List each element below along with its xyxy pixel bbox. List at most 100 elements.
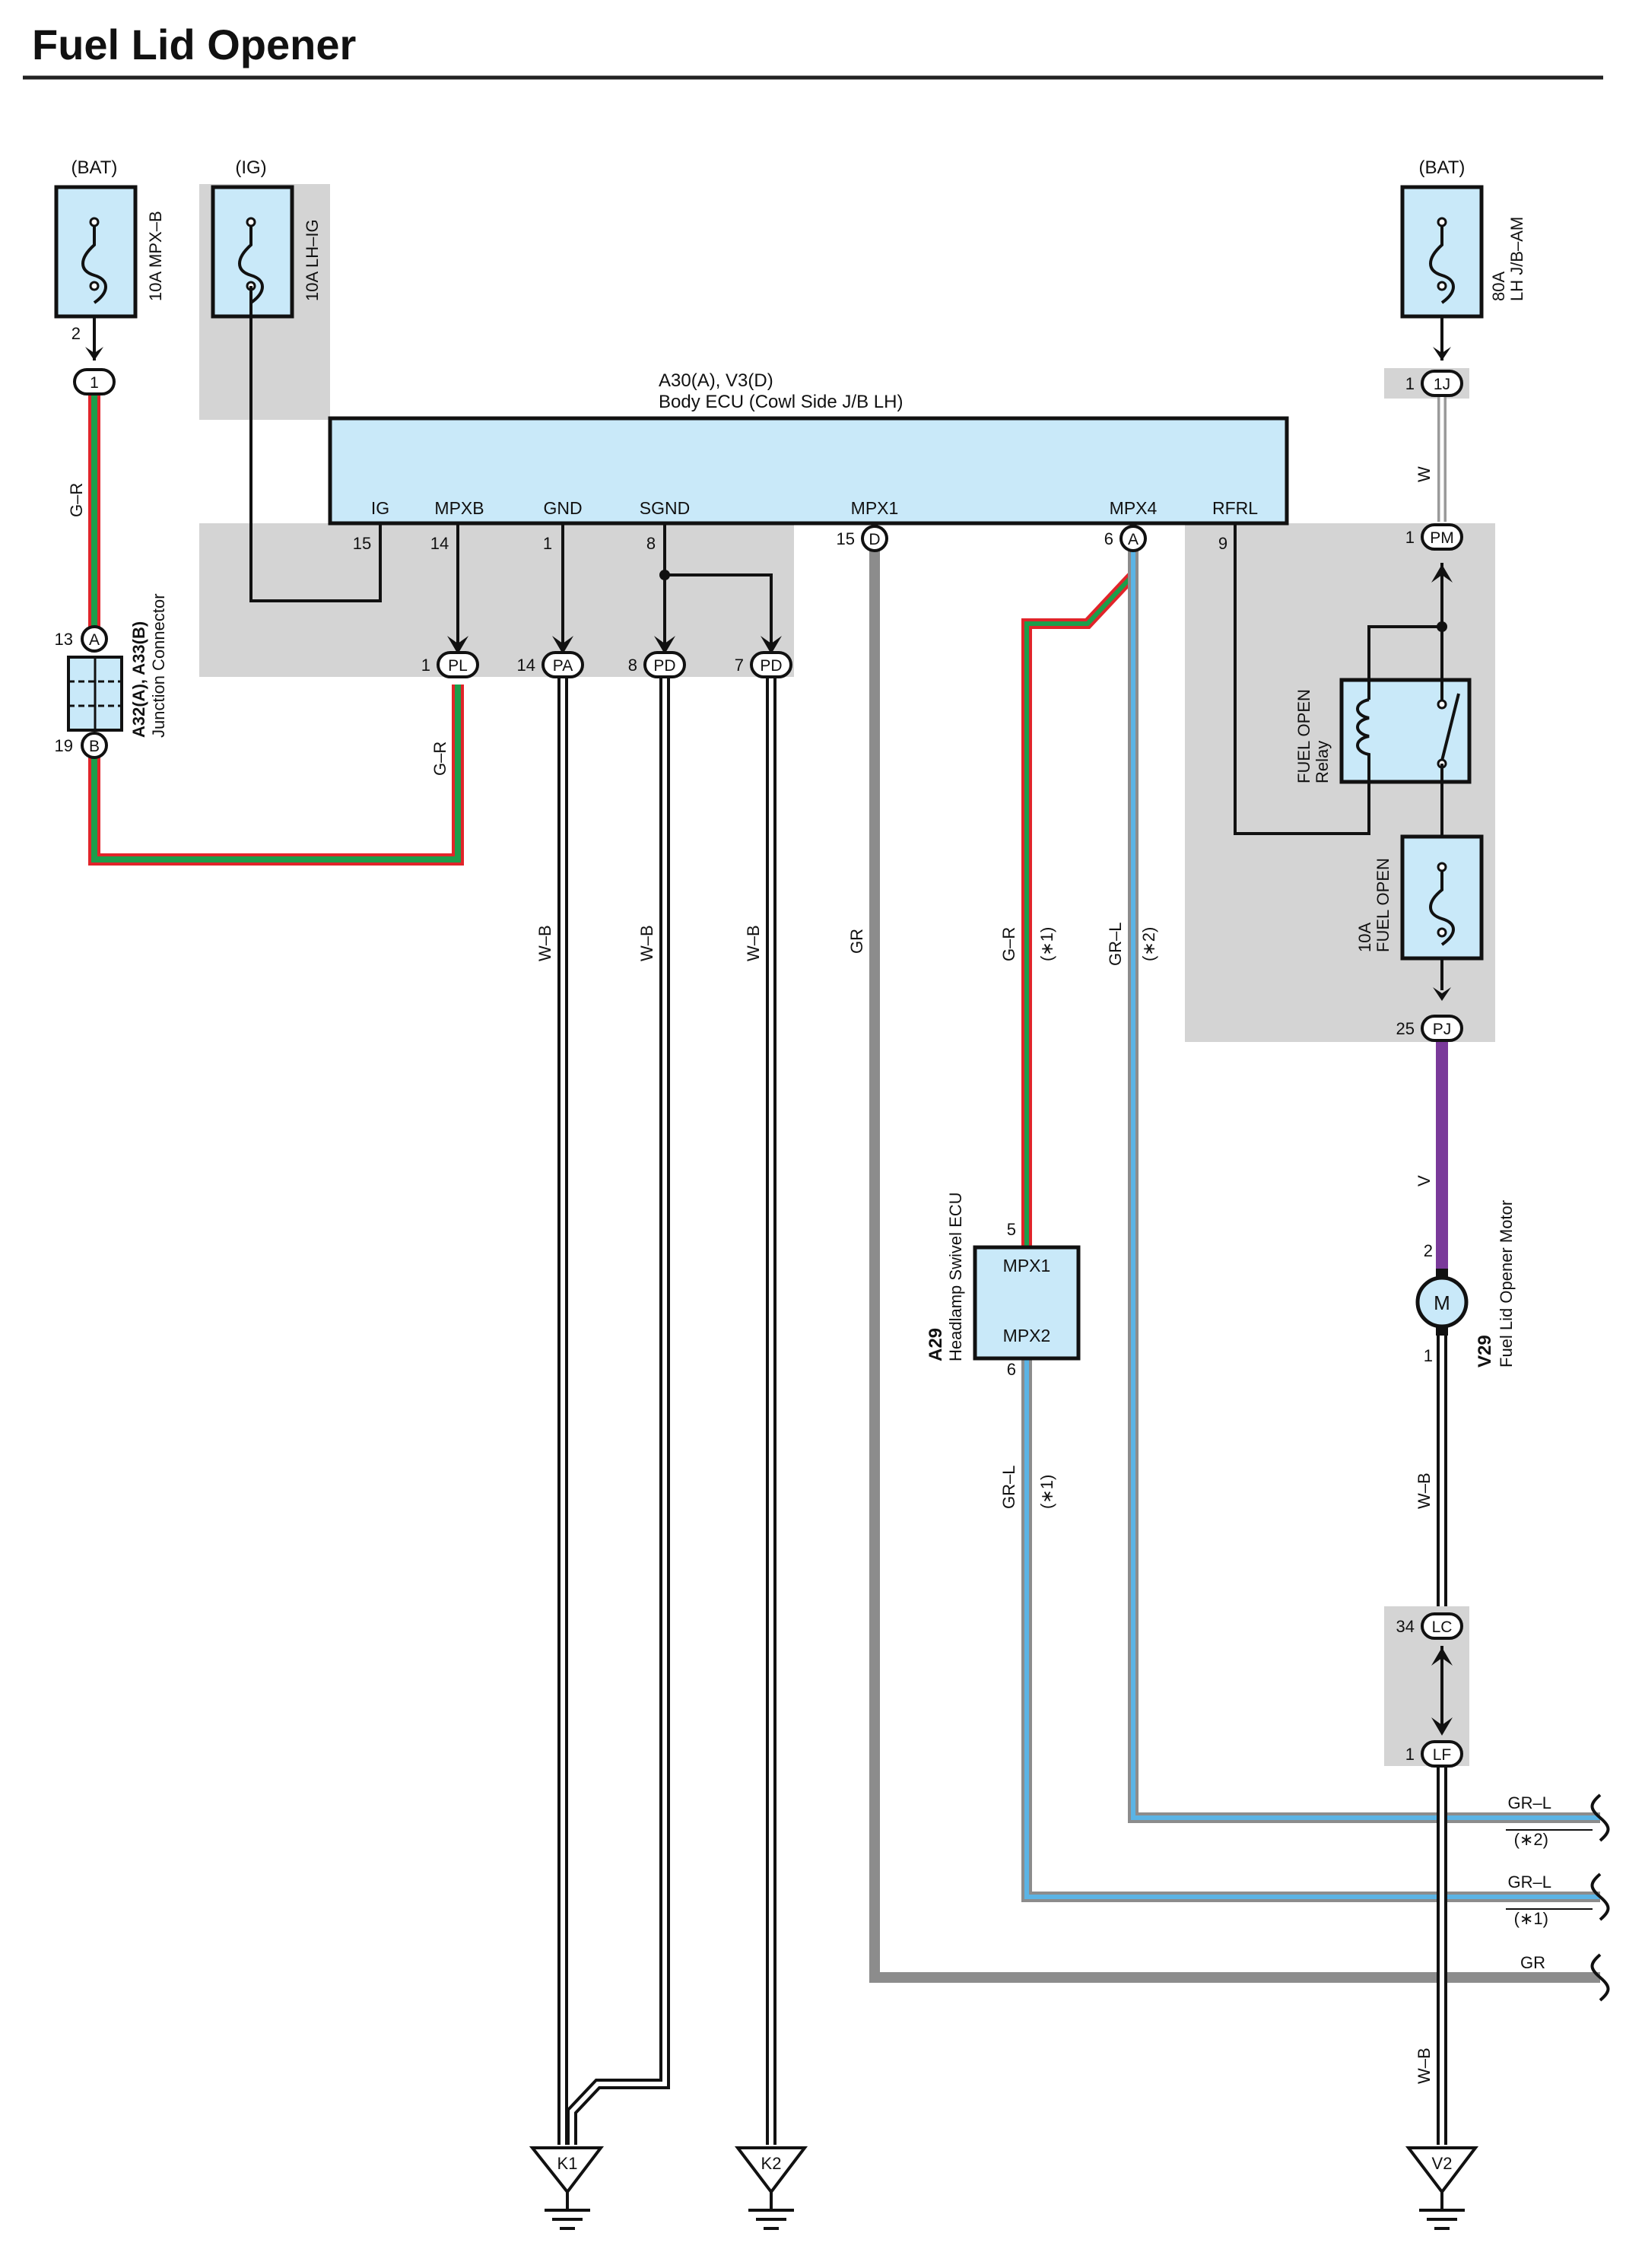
bat-left-label: (BAT) (71, 157, 118, 178)
exit-grl1: GR–L (1508, 1793, 1551, 1812)
hecu-pin1-no: 5 (1007, 1220, 1016, 1239)
ecu-pin-gnd: GND (543, 498, 582, 518)
connector-pd-8: PD 8 (628, 651, 686, 678)
motor-pin-top: 2 (1424, 1241, 1433, 1260)
ecu-internal-wires (456, 523, 773, 643)
wire-ig (249, 286, 382, 602)
svg-text:D: D (869, 531, 880, 548)
svg-text:15: 15 (837, 529, 855, 548)
svg-text:LF: LF (1433, 1746, 1452, 1764)
svg-text:7: 7 (735, 656, 744, 675)
svg-text:A: A (89, 631, 100, 649)
svg-text:PA: PA (553, 657, 573, 675)
svg-text:8: 8 (628, 656, 637, 675)
label-star2-a: (∗2) (1139, 927, 1158, 961)
svg-text:1: 1 (421, 656, 430, 675)
label-wb-bottom: W–B (1415, 2047, 1434, 2084)
svg-text:LC: LC (1432, 1618, 1453, 1636)
hecu-name: Headlamp Swivel ECU (946, 1192, 965, 1361)
ecu-pin-no-rfrl: 9 (1218, 534, 1227, 553)
svg-text:A: A (1128, 531, 1139, 548)
pin-mpxb-out: 2 (71, 324, 81, 343)
arrow-mpxb (85, 347, 103, 361)
ecu-pin-mpx1: MPX1 (851, 498, 899, 518)
label-w: W (1415, 466, 1434, 482)
label-v: V (1415, 1175, 1434, 1186)
junction-connector: A32(A), A33(B) Junction Connector (67, 593, 168, 738)
svg-text:1J: 1J (1434, 376, 1450, 393)
fuse-mpxb: 10A MPX–B (54, 185, 165, 319)
label-wb3: W–B (744, 925, 763, 961)
relay-area-wires (1234, 523, 1443, 990)
wire-grl-ecu (1021, 1358, 1600, 1902)
connector-d: D 15 (837, 525, 888, 552)
hecu-pin2: MPX2 (1003, 1326, 1051, 1345)
svg-text:34: 34 (1396, 1617, 1415, 1636)
svg-text:PM: PM (1430, 529, 1454, 547)
connector-pm: PM 1 (1405, 523, 1463, 551)
body-ecu: A30(A), V3(D) Body ECU (Cowl Side J/B LH… (328, 370, 1289, 553)
label-grl-star2: GR–L (1106, 923, 1125, 966)
connectors: 1 A 13 B 19 PL 1 PA 14 PD 8 PD (55, 368, 1463, 1768)
svg-text:1: 1 (1405, 1745, 1415, 1764)
fuse-fuelopen: 10A FUEL OPEN (1355, 834, 1484, 961)
connector-a: A 6 (1104, 525, 1147, 552)
label-star1-b: (∗1) (1037, 1475, 1056, 1509)
label-gr-jc: G–R (430, 742, 449, 776)
wire-labels: G–R G–R W–B W–B W–B GR G–R (∗1) GR–L (∗2… (67, 466, 1434, 2084)
fuel-open-relay: FUEL OPEN Relay (1294, 678, 1472, 784)
svg-text:PD: PD (653, 657, 675, 675)
fuse-mpxb-label: 10A MPX–B (146, 211, 165, 301)
arrow-lf (1431, 1717, 1453, 1736)
headlamp-swivel-ecu: MPX1 MPX2 5 6 A29 Headlamp Swivel ECU (926, 1192, 1081, 1379)
svg-text:19: 19 (55, 736, 73, 755)
label-star1-a: (∗1) (1037, 927, 1056, 961)
page-title: Fuel Lid Opener (32, 21, 356, 68)
label-gr-left: G–R (67, 483, 86, 517)
connector-pj: PJ 25 (1396, 1015, 1463, 1042)
fuse-fuelopen-amp: 10A (1355, 923, 1374, 952)
connector-lf: LF 1 (1405, 1740, 1463, 1768)
label-gr-star1: G–R (999, 927, 1018, 961)
label-grl-ecu: GR–L (999, 1466, 1018, 1509)
fuse-lhjbam-amp: 80A (1489, 272, 1508, 301)
sgnd-junction (659, 570, 670, 580)
motor-code: V29 (1475, 1335, 1495, 1367)
ground-k1: K1 (529, 2146, 605, 2230)
svg-text:K1: K1 (557, 2154, 578, 2173)
ecu-pin-sgnd: SGND (640, 498, 690, 518)
svg-text:PL: PL (448, 657, 468, 675)
continuation-symbols (1590, 1793, 1610, 2002)
arrow-lc (1431, 1647, 1453, 1666)
svg-text:1: 1 (1405, 528, 1415, 547)
ecu-arrows (447, 636, 782, 654)
svg-text:6: 6 (1104, 529, 1113, 548)
connector-jc-b: B 19 (55, 732, 108, 759)
exit-gr: GR (1520, 1953, 1545, 1972)
connector-pd-7: PD 7 (735, 651, 792, 678)
arrow-pm (1431, 564, 1453, 583)
exit-note1: (∗2) (1514, 1830, 1548, 1849)
hecu-pin1: MPX1 (1003, 1256, 1051, 1275)
svg-text:V2: V2 (1432, 2154, 1453, 2173)
svg-text:PD: PD (760, 657, 782, 675)
wire-wb-ground (557, 677, 776, 2145)
relay-type: Relay (1313, 741, 1332, 783)
ecu-pin-no-ig: 15 (353, 534, 371, 553)
ecu-pin-no-gnd: 1 (543, 534, 552, 553)
svg-text:13: 13 (55, 630, 73, 649)
ecu-pin-mpx4: MPX4 (1110, 498, 1158, 518)
fuse-fuelopen-name: FUEL OPEN (1374, 858, 1393, 952)
ground-v2: V2 (1405, 2146, 1479, 2230)
svg-text:PJ: PJ (1433, 1021, 1452, 1038)
fuse-lhjbam: 80A LH J/B–AM (1400, 185, 1526, 319)
hecu-pin2-no: 6 (1007, 1360, 1016, 1379)
ecu-pin-no-sgnd: 8 (646, 534, 656, 553)
jc-code: A32(A), A33(B) (129, 621, 148, 738)
connector-1j: 1J 1 (1405, 370, 1463, 397)
label-wb-motor: W–B (1415, 1472, 1434, 1509)
svg-text:1: 1 (90, 374, 99, 392)
fuse-lhig: 10A LH–IG (211, 185, 322, 319)
ecu-pin-ig: IG (371, 498, 389, 518)
hecu-code: A29 (926, 1328, 946, 1361)
